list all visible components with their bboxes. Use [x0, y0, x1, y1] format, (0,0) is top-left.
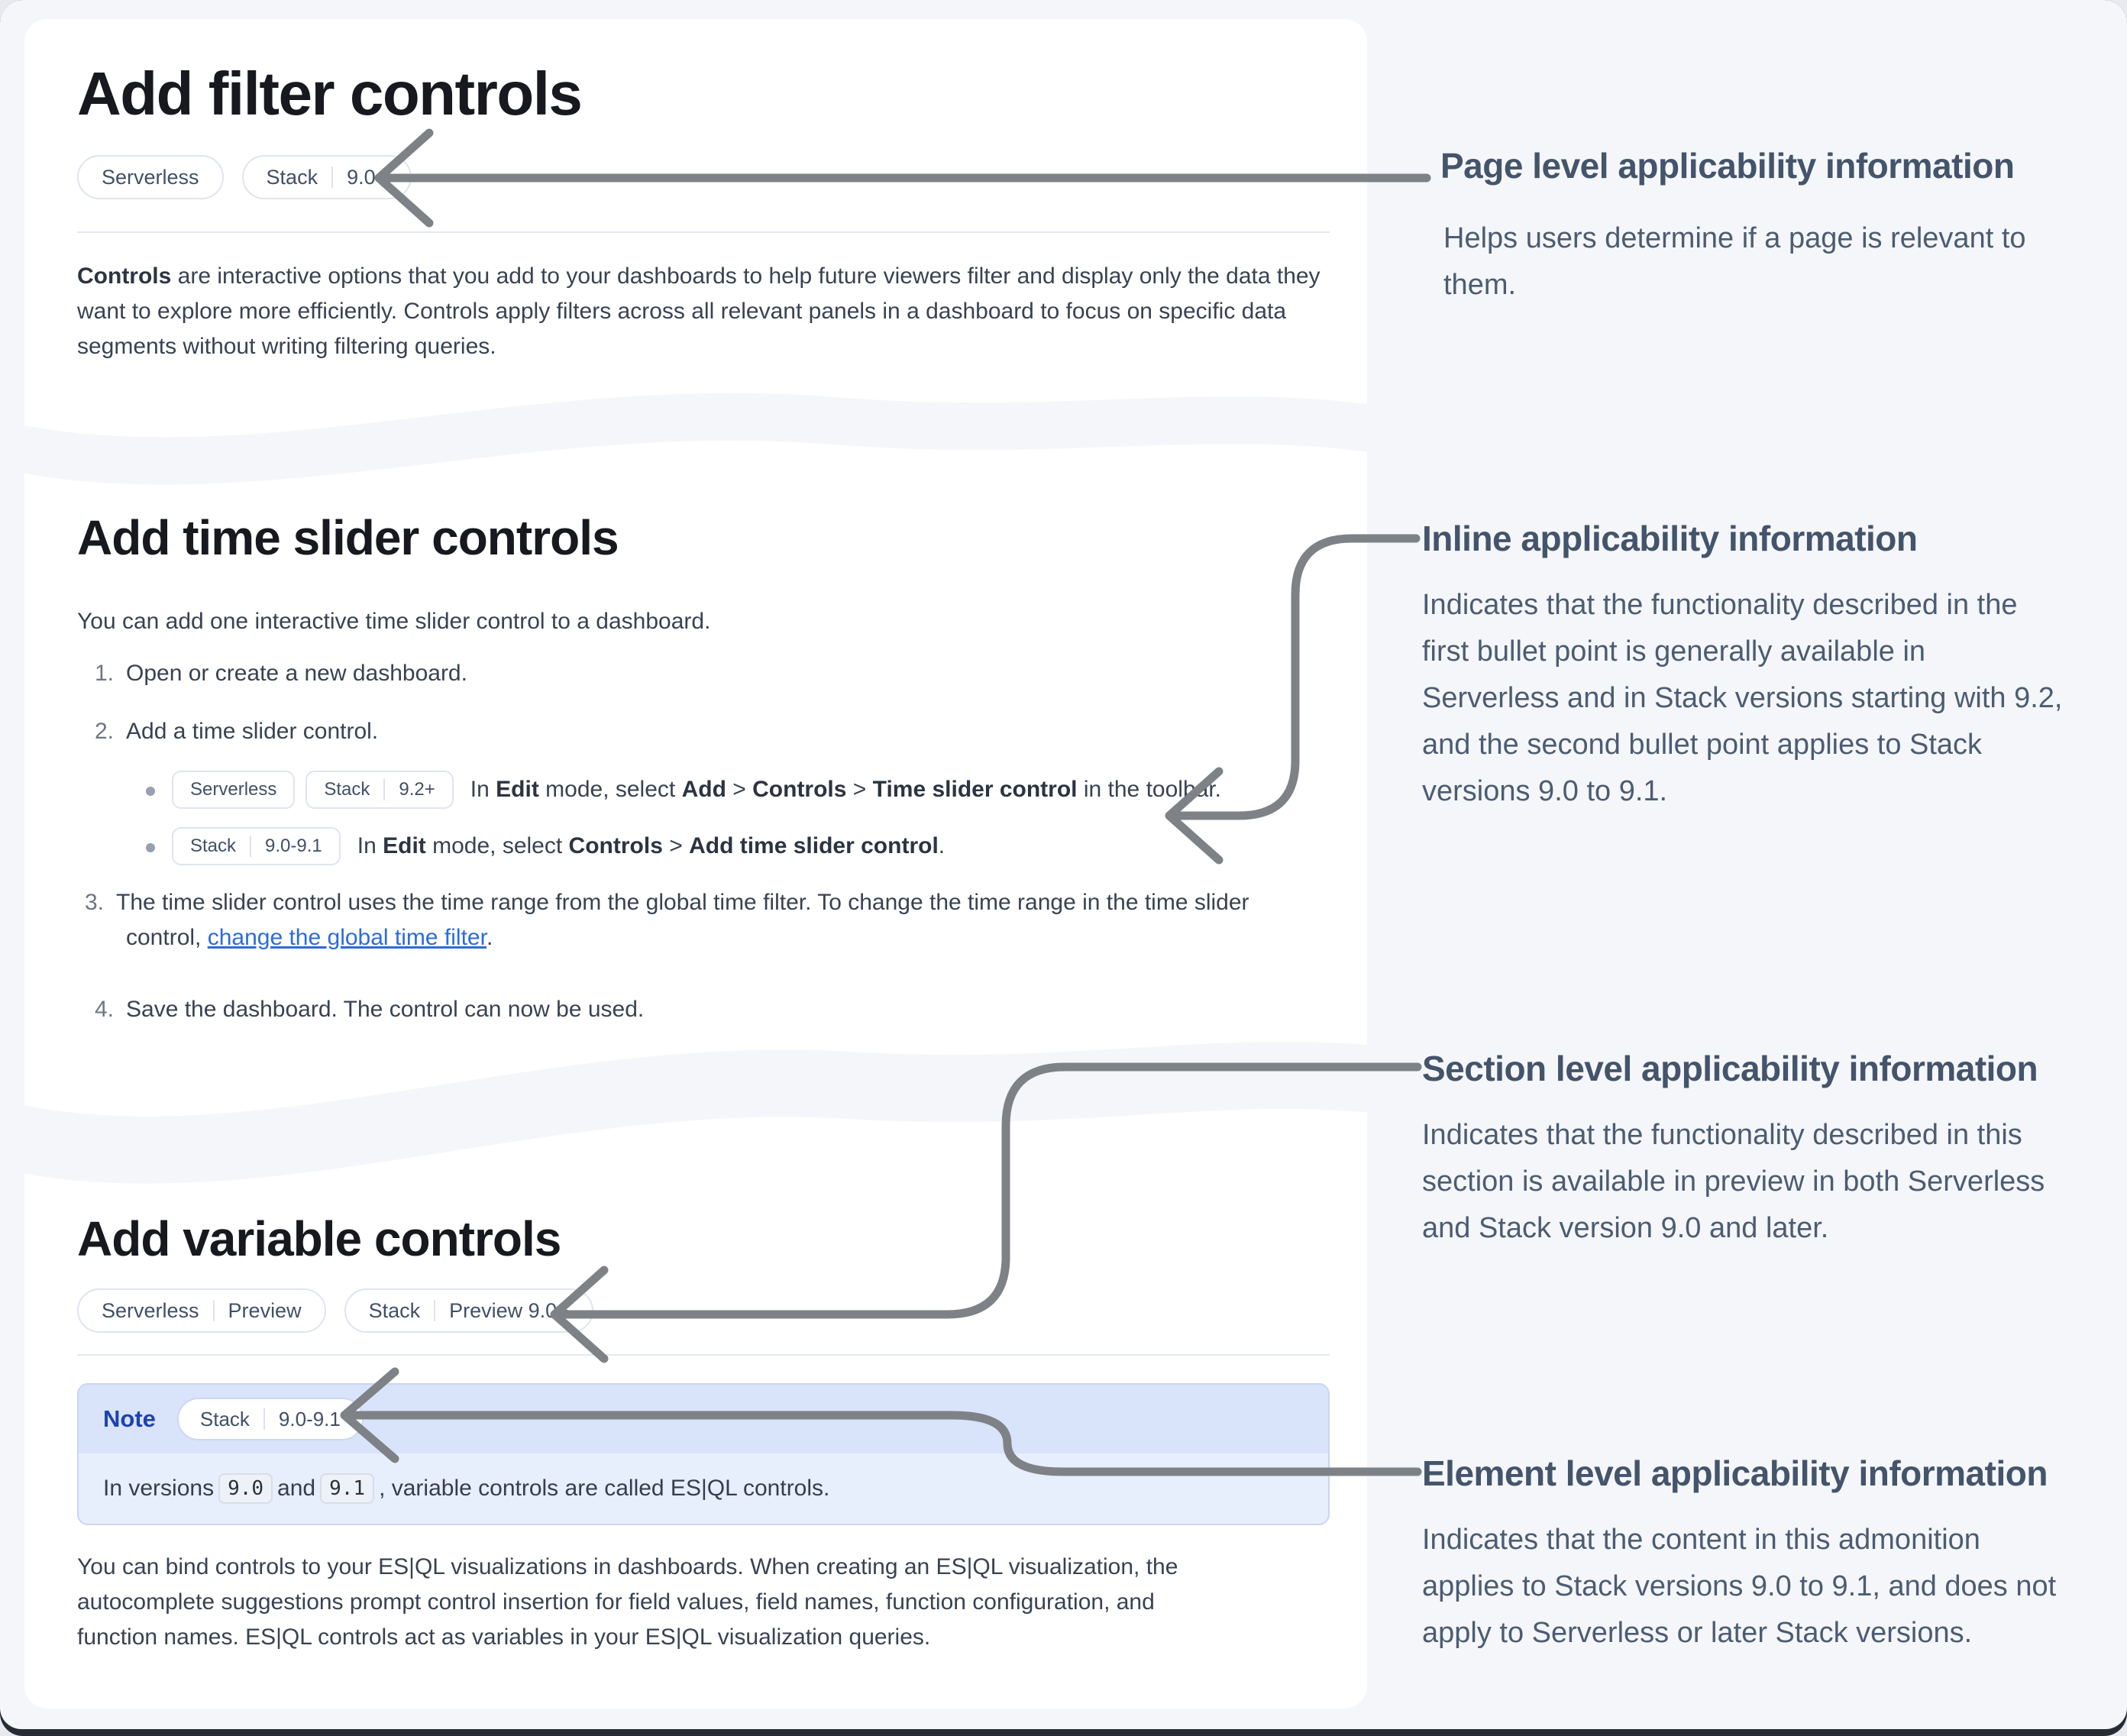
section-applicability-badges: Serverless Preview Stack Preview 9.0+	[77, 1288, 593, 1333]
list-text: In Edit mode, select Add > Controls > Ti…	[470, 777, 1221, 802]
badge-label: Serverless	[102, 1298, 199, 1322]
note-body: In versions 9.0 and 9.1, variable contro…	[79, 1453, 1328, 1524]
badge-lifecycle: Preview	[228, 1298, 302, 1322]
badge-label: Stack	[324, 779, 370, 800]
badge-version: 9.2+	[399, 779, 435, 800]
annotation-title-element-level: Element level applicability information	[1422, 1453, 2048, 1493]
annotation-title-page-level: Page level applicability information	[1440, 146, 2015, 186]
badge-stack-9-0-9-1[interactable]: Stack 9.0-9.1	[172, 827, 341, 865]
note-admonition: Note Stack 9.0-9.1 In versions 9.0 and 9…	[77, 1383, 1330, 1525]
section-title-variable: Add variable controls	[77, 1211, 561, 1266]
badge-label: Serverless	[190, 779, 277, 800]
list-text: Save the dashboard. The control can now …	[126, 997, 645, 1022]
list-item: 3. The time slider control uses the time …	[85, 885, 1276, 955]
list-text: The time slider control uses the time ra…	[116, 890, 1249, 950]
annotation-title-inline: Inline applicability information	[1422, 519, 1918, 558]
badge-divider	[331, 166, 334, 188]
list-text: Add a time slider control.	[126, 719, 379, 744]
code-chip: 9.1	[320, 1473, 375, 1504]
badge-version: 9.0-9.1	[265, 836, 322, 856]
list-text: Open or create a new dashboard.	[126, 661, 467, 686]
bold-term: Controls	[77, 263, 172, 289]
badge-version: 9.0+	[347, 165, 388, 189]
list-item: Serverless Stack 9.2+ In Edit mode, sele…	[146, 771, 1221, 809]
badge-version: 9.0-9.1	[278, 1407, 341, 1431]
annotation-title-section-level: Section level applicability information	[1422, 1049, 2038, 1088]
badge-stack-9-0-9-1[interactable]: Stack 9.0-9.1	[176, 1398, 364, 1440]
badge-serverless-preview[interactable]: Serverless Preview	[77, 1288, 326, 1333]
page-title: Add filter controls	[77, 60, 583, 128]
global-time-filter-link[interactable]: change the global time filter	[207, 925, 486, 950]
wave-divider-1	[24, 393, 1367, 485]
code-chip: 9.0	[218, 1473, 273, 1504]
annotation-body-section-level: Indicates that the functionality describ…	[1422, 1119, 2045, 1244]
time-slider-intro: You can add one interactive time slider …	[77, 609, 711, 634]
list-number: 4.	[94, 997, 114, 1022]
badge-divider	[383, 779, 386, 800]
badge-stack-preview-9-0[interactable]: Stack Preview 9.0+	[344, 1288, 593, 1333]
badge-stack-9-0[interactable]: Stack 9.0+	[241, 155, 412, 199]
badge-label: Stack	[199, 1407, 250, 1431]
badge-serverless[interactable]: Serverless	[77, 155, 224, 199]
note-label: Note	[103, 1405, 156, 1432]
badge-divider	[263, 1408, 265, 1430]
badge-serverless[interactable]: Serverless	[172, 771, 296, 809]
badge-stack-9-2[interactable]: Stack 9.2+	[305, 771, 454, 809]
section-divider	[77, 1354, 1330, 1356]
list-number: 1.	[94, 661, 114, 686]
list-item: 2. Add a time slider control.	[85, 719, 378, 745]
badge-label: Serverless	[102, 165, 199, 189]
section-title-time-slider: Add time slider controls	[77, 510, 619, 565]
annotation-body-element-level: Indicates that the content in this admon…	[1422, 1524, 2057, 1649]
list-text: In Edit mode, select Controls > Add time…	[357, 833, 946, 858]
badge-divider	[250, 836, 252, 857]
note-header: Note Stack 9.0-9.1	[79, 1385, 1328, 1453]
badge-label: Stack	[266, 165, 318, 189]
list-text: .	[486, 925, 493, 950]
list-number: 3.	[85, 890, 105, 915]
page-applicability-badges: Serverless Stack 9.0+	[77, 155, 412, 199]
badge-label: Stack	[190, 836, 237, 856]
annotation-body-inline: Indicates that the functionality describ…	[1422, 589, 2063, 807]
badge-divider	[434, 1300, 436, 1321]
paragraph-text: are interactive options that you add to …	[77, 263, 1320, 359]
wave-divider-2	[24, 1041, 1367, 1184]
list-item: 4. Save the dashboard. The control can no…	[85, 997, 644, 1023]
content-card: Add filter controls Serverless Stack 9.0…	[24, 19, 1367, 1709]
badge-label: Stack	[368, 1298, 421, 1322]
section-divider	[77, 231, 1330, 233]
list-item: 1. Open or create a new dashboard.	[85, 661, 467, 687]
annotation-body-page-level: Helps users determine if a page is relev…	[1443, 222, 2026, 301]
intro-paragraph: Controls are interactive options that yo…	[77, 259, 1330, 364]
variable-paragraph: You can bind controls to your ES|QL visu…	[77, 1554, 1178, 1650]
list-item: Stack 9.0-9.1 In Edit mode, select Contr…	[145, 827, 946, 865]
badge-lifecycle: Preview 9.0+	[449, 1298, 569, 1322]
badge-divider	[212, 1300, 215, 1321]
list-number: 2.	[94, 719, 114, 744]
